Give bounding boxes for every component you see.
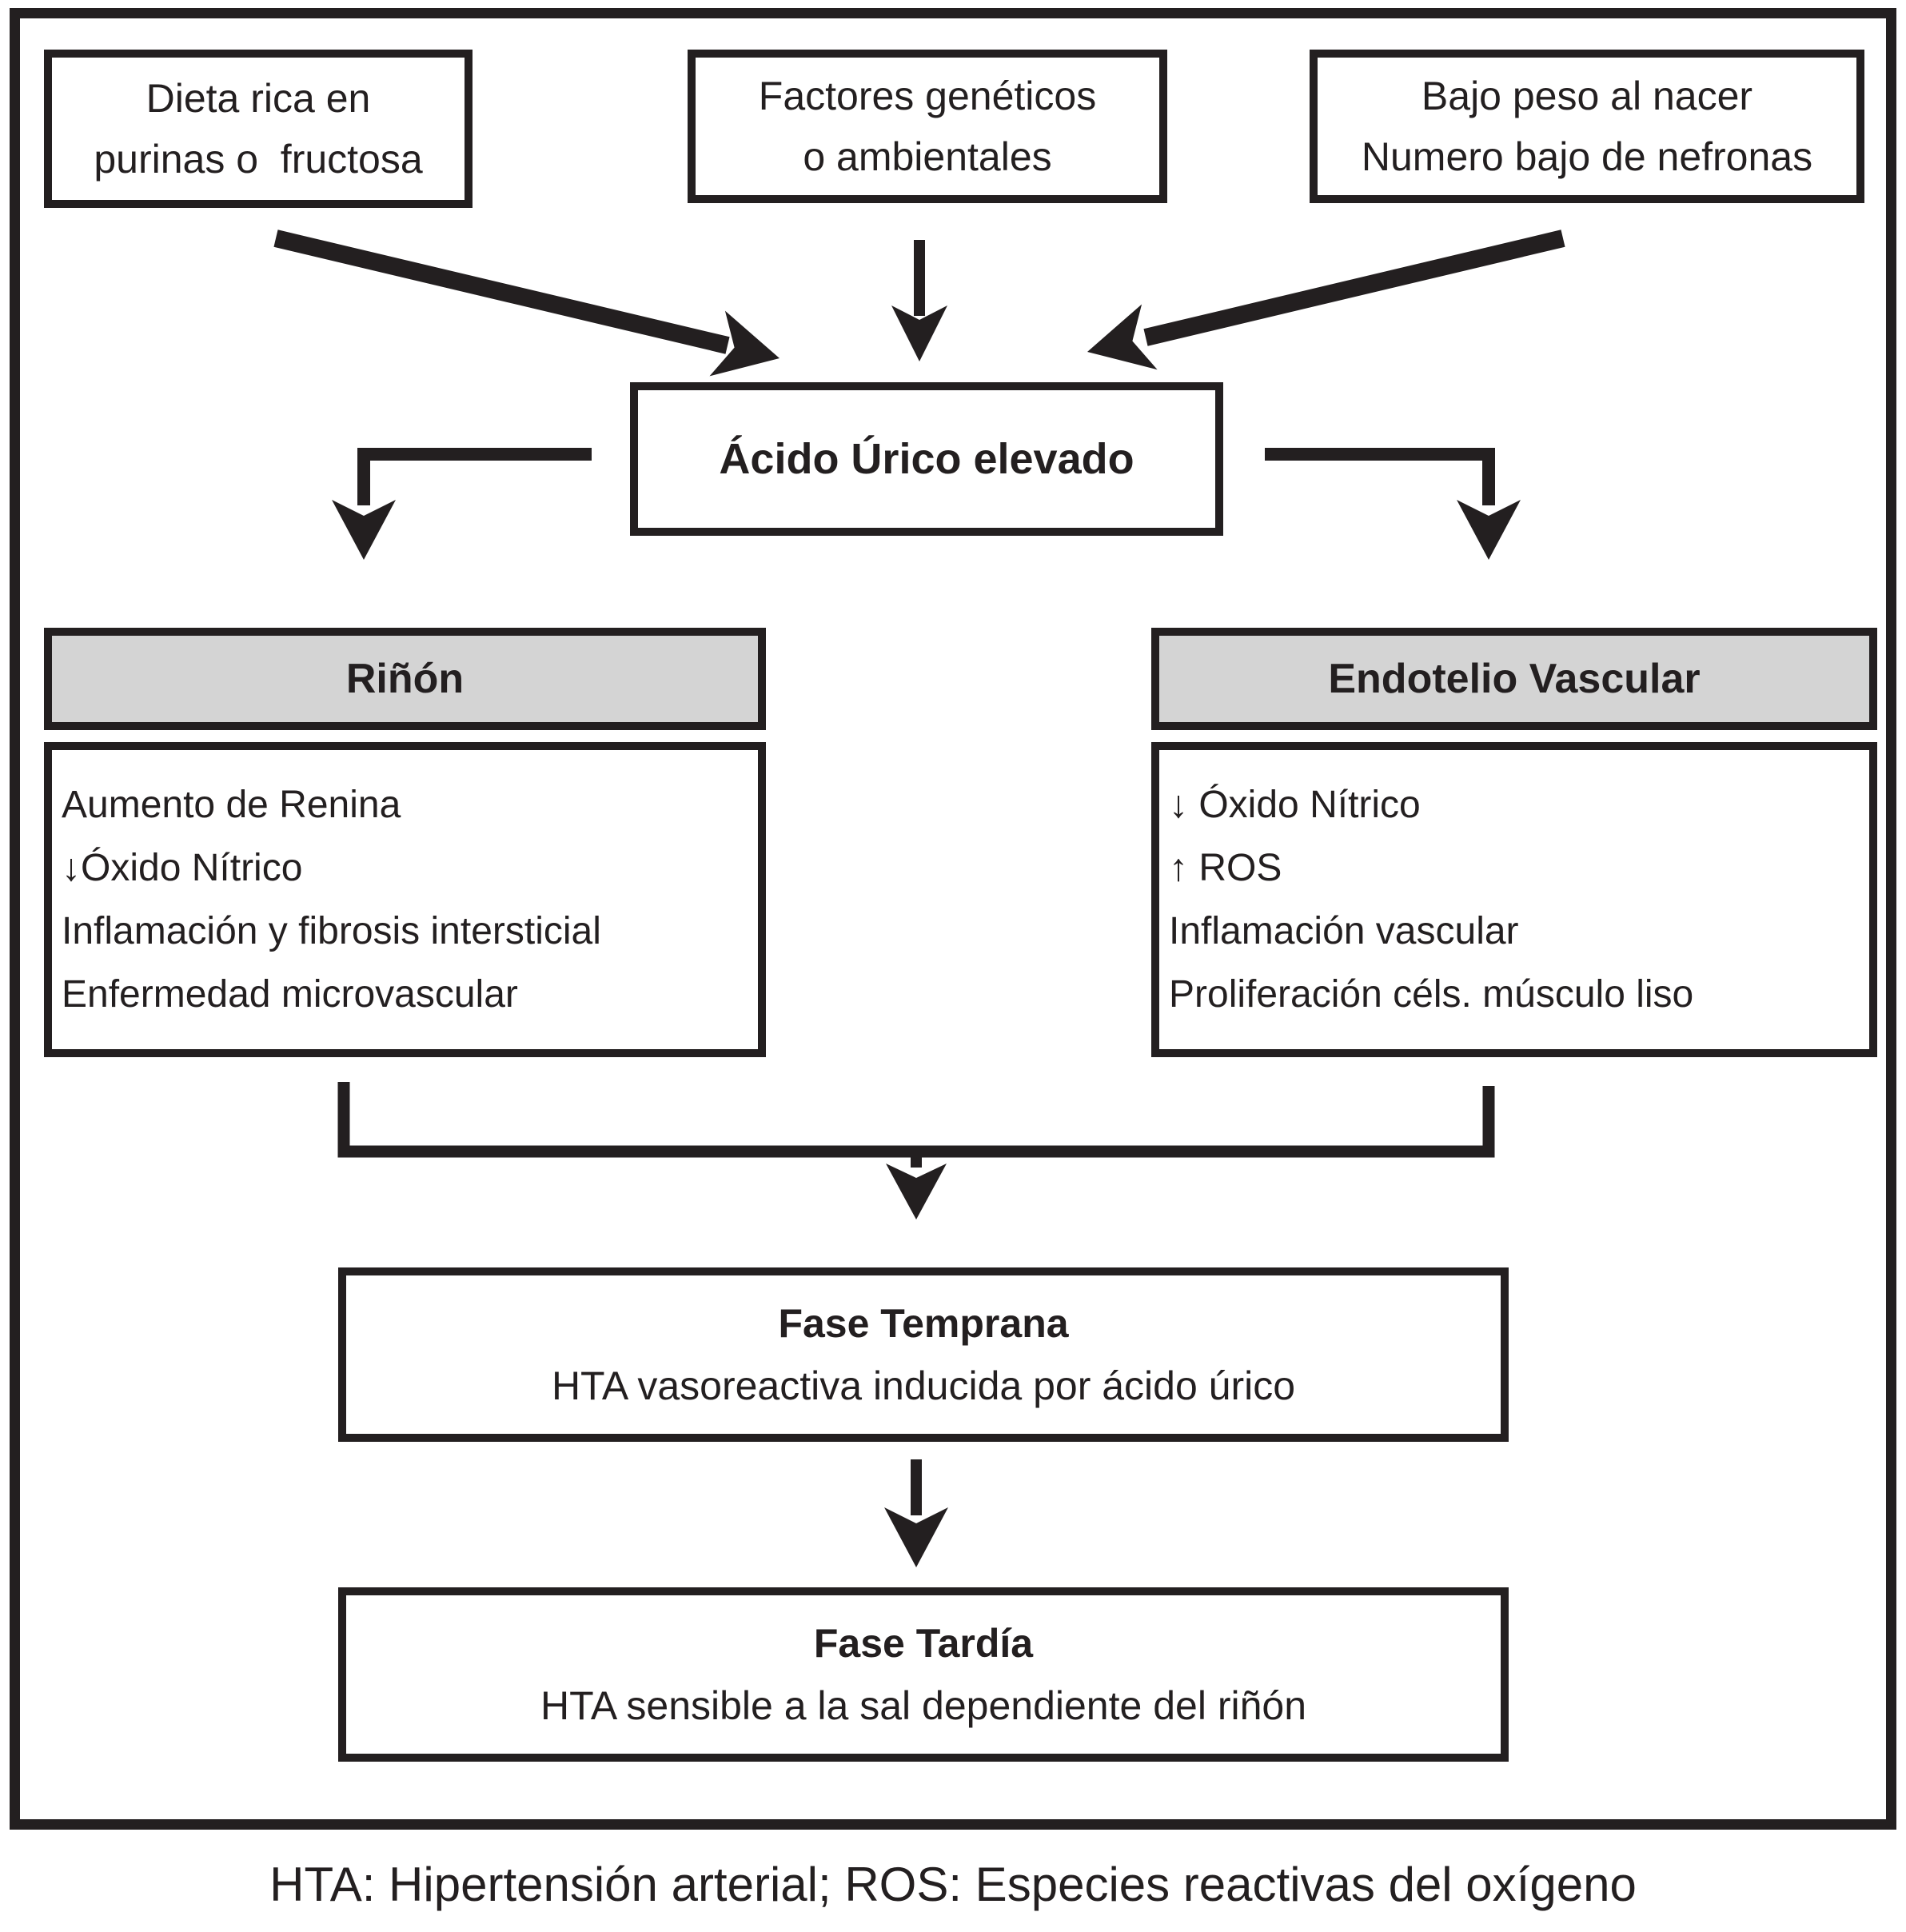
kidney-header: Riñón: [44, 628, 766, 730]
box-birthweight-line2: Numero bajo de nefronas: [1361, 134, 1813, 179]
kidney-item: Aumento de Renina: [62, 784, 401, 826]
endothelium-item: Proliferación céls. músculo liso: [1169, 973, 1694, 1016]
box-genetic-line1: Factores genéticos: [758, 74, 1097, 118]
arrow-genetic-to-uric-acid: [891, 240, 947, 361]
box-diet-line1: Dieta rica en: [146, 76, 371, 121]
late-phase-title: Fase Tardía: [813, 1621, 1034, 1666]
connector-uric-to-kidney: [332, 448, 592, 560]
late-phase-subtitle: HTA sensible a la sal dependiente del ri…: [540, 1683, 1307, 1728]
outer-frame: [10, 8, 1896, 1830]
endothelium-body: ↓ Óxido Nítrico ↑ ROS Inflamación vascul…: [1151, 742, 1877, 1057]
arrow-diet-to-uric-acid: [273, 230, 780, 377]
early-phase-subtitle: HTA vasoreactiva inducida por ácido úric…: [551, 1363, 1296, 1408]
box-uric-acid: Ácido Úrico elevado: [630, 382, 1223, 536]
endothelium-item: ↓ Óxido Nítrico: [1169, 784, 1421, 826]
kidney-item: Enfermedad microvascular: [62, 973, 518, 1016]
early-phase-box: Fase Temprana HTA vasoreactiva inducida …: [338, 1267, 1509, 1442]
connector-uric-to-endothelium: [1265, 448, 1521, 560]
kidney-header-label: Riñón: [345, 656, 465, 702]
box-uric-acid-label: Ácido Úrico elevado: [719, 435, 1134, 483]
box-low-birth-weight: Bajo peso al nacer Numero bajo de nefron…: [1310, 50, 1864, 203]
early-phase-title: Fase Temprana: [778, 1301, 1069, 1346]
caption-text: HTA: Hipertensión arterial; ROS: Especie…: [269, 1858, 1637, 1911]
endothelium-item: Inflamación vascular: [1169, 910, 1519, 952]
kidney-body: Aumento de Renina ↓Óxido Nítrico Inflama…: [44, 742, 766, 1057]
kidney-item: Inflamación y fibrosis intersticial: [62, 910, 601, 952]
endothelium-header-label: Endotelio Vascular: [1328, 656, 1701, 702]
box-birthweight-line1: Bajo peso al nacer: [1421, 74, 1753, 118]
endothelium-header: Endotelio Vascular: [1151, 628, 1877, 730]
caption: HTA: Hipertensión arterial; ROS: Especie…: [0, 1857, 1906, 1913]
bracket-converge: [337, 1082, 1495, 1219]
box-genetic-factors: Factores genéticos o ambientales: [688, 50, 1167, 203]
box-genetic-line2: o ambientales: [803, 134, 1052, 179]
arrow-birthweight-to-uric-acid: [1087, 230, 1565, 370]
box-diet-line2: purinas o fructosa: [94, 137, 423, 182]
endothelium-item: ↑ ROS: [1169, 847, 1282, 889]
arrow-early-to-late-phase: [884, 1459, 948, 1567]
kidney-item: ↓Óxido Nítrico: [62, 847, 303, 889]
box-diet: Dieta rica en purinas o fructosa: [44, 50, 473, 208]
late-phase-box: Fase Tardía HTA sensible a la sal depend…: [338, 1587, 1509, 1762]
